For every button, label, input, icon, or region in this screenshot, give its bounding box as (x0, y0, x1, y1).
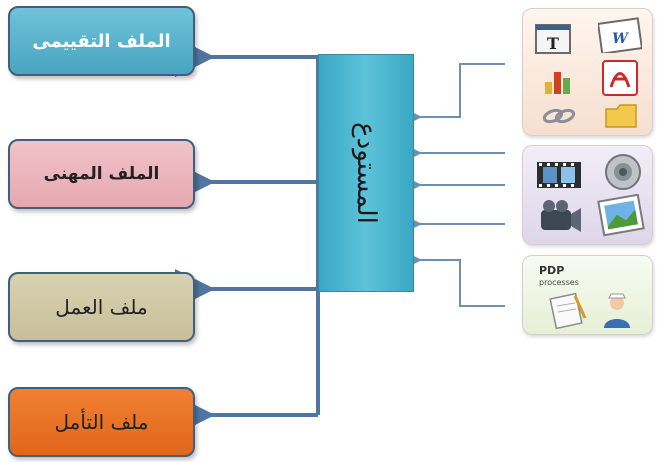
person-icon (604, 293, 630, 328)
folder-icon (605, 104, 637, 128)
documents-panel: T W (522, 8, 653, 136)
speaker-icon (605, 154, 641, 190)
target-box-professional-file: الملف المهنى (8, 139, 195, 209)
text-document-icon: T (535, 24, 571, 54)
link-icon (542, 108, 576, 124)
target-label: الملف المهنى (43, 164, 160, 184)
pdp-title: PDP (539, 264, 565, 277)
target-box-work-file: ملف العمل (8, 272, 195, 342)
target-label: ملف العمل (55, 295, 148, 319)
repository-label: المستودع (351, 122, 381, 224)
word-glyph: W (612, 31, 629, 47)
target-label: الملف التقييمى (32, 30, 171, 52)
pdp-subtitle: processes (539, 278, 579, 287)
picture-icon (597, 194, 645, 237)
film-strip-icon (537, 162, 581, 188)
media-panel (522, 145, 653, 245)
target-box-evaluation-file: الملف التقييمى (8, 6, 195, 76)
target-box-reflection-file: ملف التأمل (8, 387, 195, 457)
input-line-pdp (406, 252, 505, 307)
target-label: ملف التأمل (54, 410, 149, 434)
pdp-panel: PDP processes (522, 255, 653, 335)
text-glyph: T (547, 34, 559, 53)
pdf-icon (602, 60, 638, 96)
bar-chart-icon (545, 72, 570, 94)
word-document-icon: W (598, 17, 642, 53)
video-camera-icon (541, 200, 581, 232)
repository-hub: المستودع (318, 54, 414, 292)
notepad-icon (549, 292, 587, 330)
input-line-documents (406, 63, 505, 125)
